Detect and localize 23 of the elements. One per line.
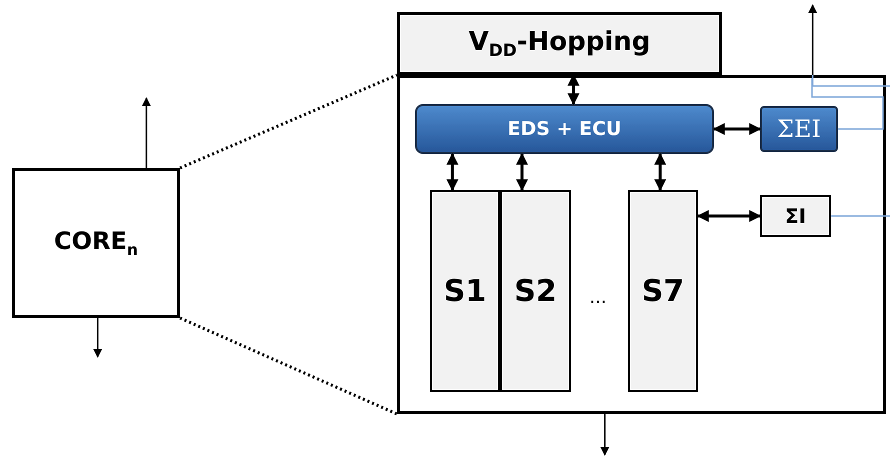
arrow (654, 152, 666, 192)
arrow (93, 318, 102, 358)
core-box: CORE$_{n}$ (12, 168, 180, 318)
arrow (696, 210, 762, 222)
arrow (446, 152, 458, 192)
stage-box: S2 (500, 190, 571, 392)
arrow (600, 414, 610, 456)
sum-box: ΣI (760, 195, 831, 237)
header-box: V$_{DD}$-Hopping (397, 12, 722, 75)
connector-line (831, 215, 890, 217)
module-box (397, 75, 886, 414)
connector-line (811, 78, 884, 130)
zoom-line (179, 74, 398, 170)
arrow (516, 152, 528, 192)
controller-bar: EDS + ECU (415, 104, 714, 154)
arrow (142, 97, 151, 168)
stage-box: S7 (628, 190, 698, 392)
ellipsis-label: ... (588, 286, 608, 310)
arrow (808, 4, 818, 75)
stage-box: S1 (430, 190, 500, 392)
energy-sum-box: ΣEI (760, 106, 838, 152)
arrow (712, 123, 762, 135)
zoom-line (179, 316, 398, 416)
